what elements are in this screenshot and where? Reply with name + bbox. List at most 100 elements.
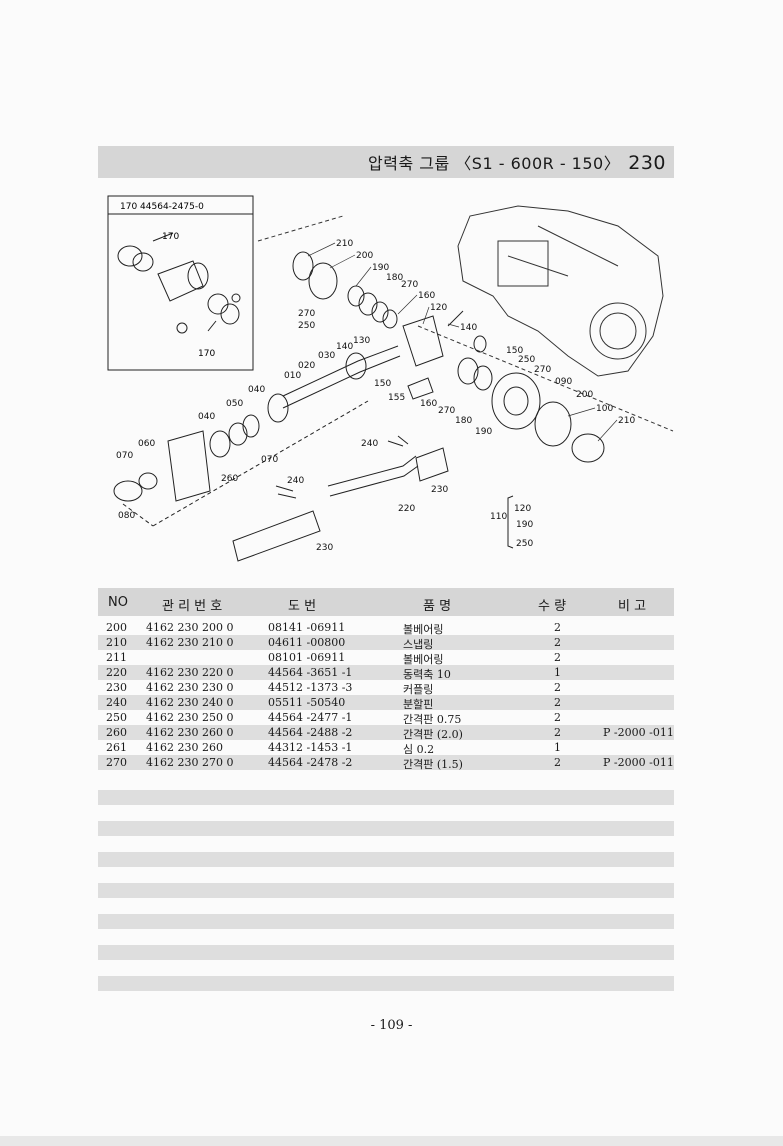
cell-drawing-number: 44564 -3651 -1 — [268, 666, 353, 679]
cell-quantity: 1 — [554, 666, 561, 679]
cell-drawing-number: 44564 -2488 -2 — [268, 726, 353, 739]
callout-label: 230 — [316, 543, 333, 553]
callout-label: 230 — [431, 485, 448, 495]
table-header: NO 관 리 번 호 도 번 품 명 수 량 비 고 — [98, 588, 674, 616]
cell-management-number: 4162 230 210 0 — [146, 636, 234, 649]
callout-label: 190 — [516, 520, 533, 530]
callout-label: 260 — [221, 474, 238, 484]
cell-quantity: 2 — [554, 726, 561, 739]
cell-quantity: 1 — [554, 741, 561, 754]
group-number: 230 — [628, 152, 666, 174]
header-drawing-number: 도 번 — [288, 599, 317, 614]
cell-quantity: 2 — [554, 621, 561, 634]
cell-no: 230 — [106, 681, 127, 694]
callout-label: 090 — [555, 377, 572, 387]
header-part-name: 품 명 — [423, 599, 452, 614]
cell-no: 220 — [106, 666, 127, 679]
cell-quantity: 2 — [554, 681, 561, 694]
empty-row — [98, 976, 674, 991]
leader-lines — [307, 242, 618, 442]
scan-edge — [0, 1136, 783, 1146]
callout-label: 140 — [336, 342, 353, 352]
cell-drawing-number: 05511 -50540 — [268, 696, 346, 709]
cell-remarks: P -2000 -011 — [603, 756, 674, 769]
cell-management-number: 4162 230 260 — [146, 741, 223, 754]
cell-quantity: 2 — [554, 711, 561, 724]
exploded-parts-diagram: 170 44564-2475-0 170 170 — [107, 195, 674, 562]
callout-label: 130 — [353, 336, 370, 346]
callout-label: 080 — [118, 511, 135, 521]
header-management-number: 관 리 번 호 — [162, 599, 223, 614]
cell-part-name: 커플링 — [403, 683, 434, 696]
cell-quantity: 2 — [554, 651, 561, 664]
callout-label: 210 — [336, 239, 353, 249]
callout-label: 140 — [460, 323, 477, 333]
callout-label: 160 — [418, 291, 435, 301]
callout-label: 200 — [576, 390, 593, 400]
cell-no: 211 — [106, 651, 127, 664]
cell-quantity: 2 — [554, 636, 561, 649]
cell-part-name: 분할핀 — [403, 698, 434, 711]
cell-part-name: 심 0.2 — [403, 743, 435, 756]
cell-management-number: 4162 230 250 0 — [146, 711, 234, 724]
header-remarks: 비 고 — [618, 599, 647, 614]
empty-row — [98, 914, 674, 929]
callout-label: 270 — [438, 406, 455, 416]
callout-label: 010 — [284, 371, 301, 381]
callout-label: 050 — [226, 399, 243, 409]
cell-management-number: 4162 230 200 0 — [146, 621, 234, 634]
cell-drawing-number: 44564 -2477 -1 — [268, 711, 353, 724]
callout-label: 200 — [356, 251, 373, 261]
cell-management-number: 4162 230 240 0 — [146, 696, 234, 709]
cell-part-name: 간격판 (1.5) — [403, 758, 463, 771]
callout-label: 210 — [618, 416, 635, 426]
cell-no: 260 — [106, 726, 127, 739]
header-quantity: 수 량 — [538, 599, 567, 614]
cell-part-name: 간격판 (2.0) — [403, 728, 463, 741]
callout-label: 180 — [455, 416, 472, 426]
empty-row — [98, 945, 674, 960]
cell-no: 240 — [106, 696, 127, 709]
callout-label: 120 — [514, 504, 531, 514]
cell-no: 261 — [106, 741, 127, 754]
callout-label: 120 — [430, 303, 447, 313]
callout-label: 250 — [518, 355, 535, 365]
inset-label: 170 — [198, 349, 215, 359]
cell-drawing-number: 08141 -06911 — [268, 621, 346, 634]
callout-label: 150 — [506, 346, 523, 356]
cell-drawing-number: 04611 -00800 — [268, 636, 346, 649]
cell-no: 270 — [106, 756, 127, 769]
callout-label: 040 — [198, 412, 215, 422]
callout-label: 070 — [261, 455, 278, 465]
callout-label: 060 — [138, 439, 155, 449]
callout-label: 040 — [248, 385, 265, 395]
callout-label: 150 — [374, 379, 391, 389]
callout-label: 180 — [386, 273, 403, 283]
callout-label: 270 — [534, 365, 551, 375]
page-number: - 109 - — [370, 1018, 413, 1033]
empty-table-rows — [98, 790, 674, 1007]
callout-label: 250 — [516, 539, 533, 549]
header-no: NO — [108, 595, 128, 610]
inset-label: 170 — [162, 232, 179, 242]
callout-label: 240 — [287, 476, 304, 486]
cell-management-number: 4162 230 220 0 — [146, 666, 234, 679]
inset-caption: 170 44564-2475-0 — [120, 202, 204, 212]
cell-drawing-number: 08101 -06911 — [268, 651, 346, 664]
cell-no: 250 — [106, 711, 127, 724]
cell-management-number: 4162 230 270 0 — [146, 756, 234, 769]
cell-quantity: 2 — [554, 756, 561, 769]
empty-row — [98, 821, 674, 836]
callout-label: 190 — [475, 427, 492, 437]
inset-box: 170 44564-2475-0 170 170 — [107, 195, 254, 371]
shaft-assembly — [113, 251, 605, 562]
callout-label: 070 — [116, 451, 133, 461]
page-title: 압력축 그룹 〈S1 - 600R - 150〉230 — [368, 150, 666, 174]
